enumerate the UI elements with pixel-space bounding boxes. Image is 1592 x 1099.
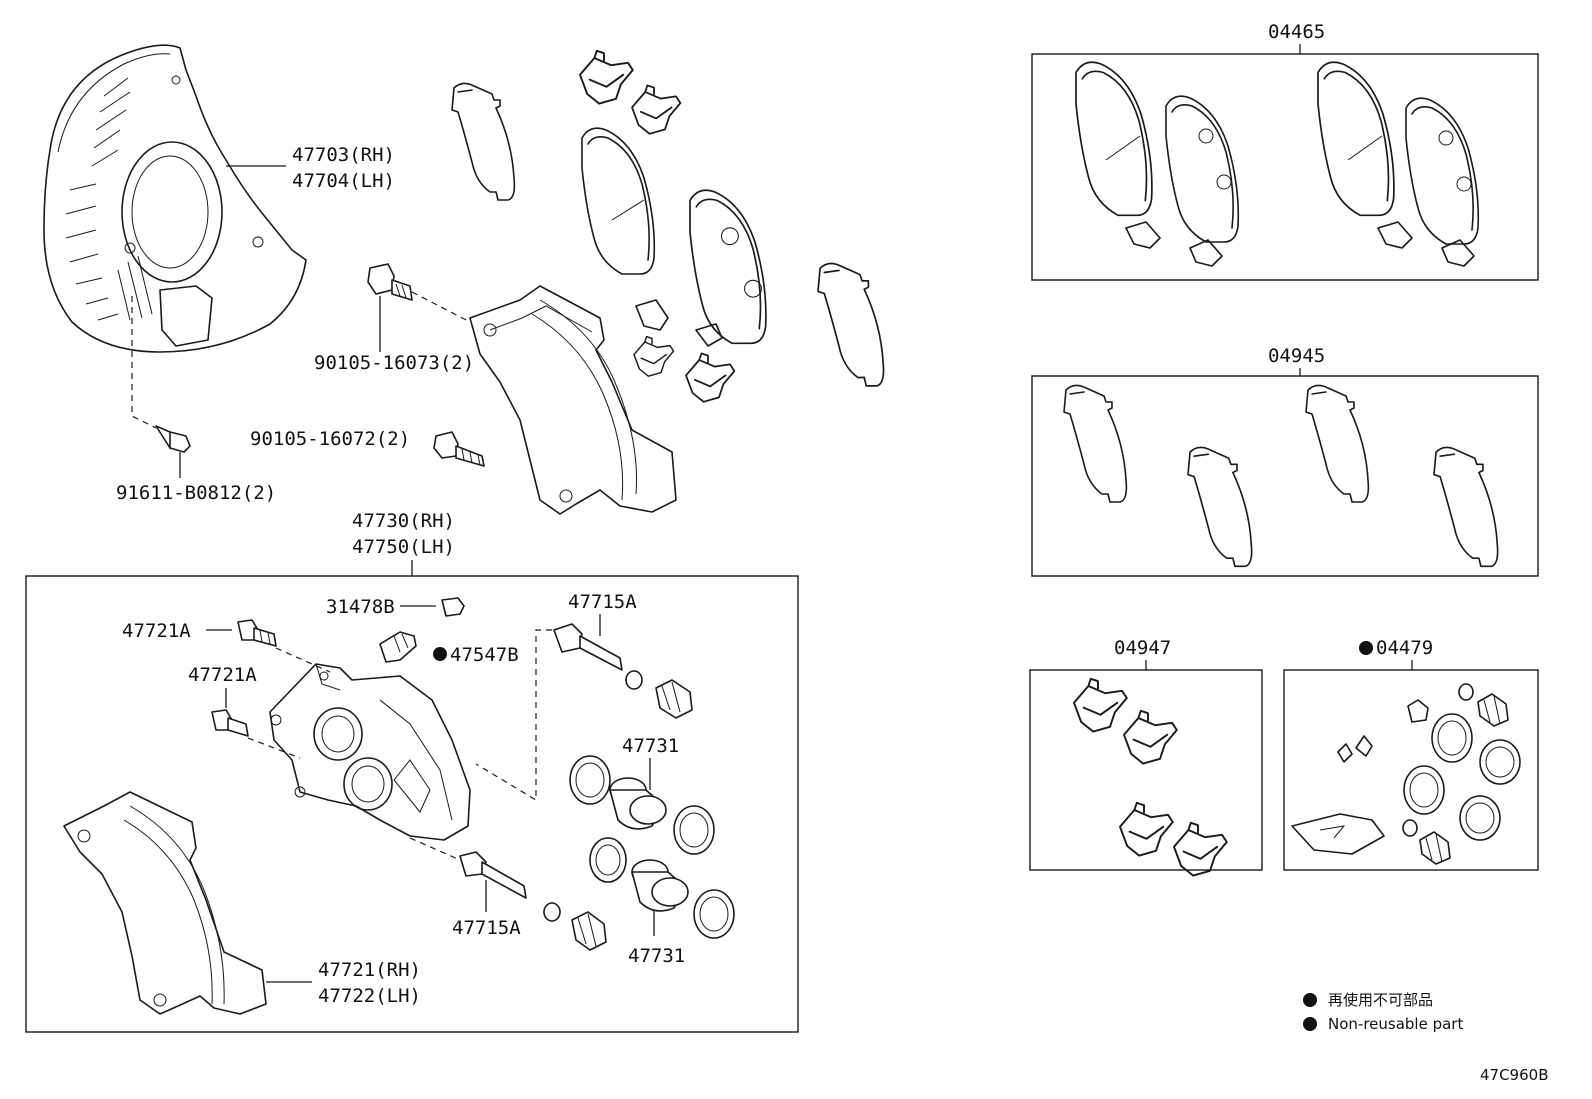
label-47715a-1: 47715A (568, 591, 637, 613)
bleeder-cap (441, 597, 465, 617)
caliper-assembly-box (25, 575, 799, 1033)
kit-04947-clips (1073, 677, 1228, 877)
top-clip-2 (631, 84, 682, 135)
label-04465: 04465 (1268, 21, 1325, 43)
top-pad-outer (689, 189, 767, 345)
piston-2 (631, 859, 689, 912)
dust-boot-1 (673, 805, 715, 855)
bleeder-plug (379, 631, 417, 663)
label-47703-rh: 47703(RH) (292, 144, 395, 166)
dust-boot-2 (693, 889, 735, 939)
piston-1 (609, 777, 667, 830)
label-47731-2: 47731 (628, 945, 685, 967)
kit-04947-box (1029, 669, 1263, 871)
label-04947: 04947 (1114, 637, 1171, 659)
shield-bolt-dash (131, 296, 157, 429)
top-clip-1 (579, 49, 634, 105)
label-47722-lh: 47722(LH) (318, 985, 421, 1007)
pin-bushing-lower (543, 902, 561, 922)
piston-seal-2 (589, 837, 627, 883)
top-shim-left (451, 82, 516, 201)
caliper-body (269, 663, 471, 841)
kit-04465-box (1031, 53, 1539, 281)
pin-boot-lower (571, 911, 607, 951)
pin-boot-upper (655, 679, 693, 719)
label-47750-lh: 47750(LH) (352, 536, 455, 558)
label-47715a-2: 47715A (452, 917, 521, 939)
label-31478b: 31478B (326, 596, 395, 618)
label-47730-rh: 47730(RH) (352, 510, 455, 532)
dust-shield (43, 44, 307, 353)
kit-04479-box (1283, 669, 1539, 871)
piston-seal-1 (569, 755, 611, 805)
label-90105-16072: 90105-16072(2) (250, 428, 410, 450)
kit-04465-pads (1075, 61, 1480, 267)
legend-dot-jp (1303, 993, 1317, 1007)
bolt-91611 (155, 425, 191, 453)
caliper-bolt-upper (237, 619, 277, 647)
slide-pin-lower (459, 851, 527, 899)
figure-code: 47C960B (1480, 1066, 1548, 1084)
label-47731-1: 47731 (622, 735, 679, 757)
label-47721a-2: 47721A (188, 664, 257, 686)
top-small-clips (633, 299, 736, 403)
kit-04945-shims (1063, 384, 1499, 568)
label-47721a-1: 47721A (122, 620, 191, 642)
top-pad-inner (581, 127, 656, 275)
mounting-bracket-top (469, 285, 677, 515)
legend-dot-en (1303, 1017, 1317, 1031)
bolt-90105-16073 (367, 263, 413, 301)
label-47547b: 47547B (450, 644, 519, 666)
kit-04479-seals (1291, 683, 1521, 865)
pin-bushing-upper (625, 670, 643, 690)
label-04479: 04479 (1376, 637, 1433, 659)
mounting-bracket-lower (63, 791, 267, 1015)
bolt-90105-16072 (433, 431, 485, 467)
label-90105-16073: 90105-16073(2) (314, 352, 474, 374)
kit-04945-box (1031, 375, 1539, 577)
legend-japanese: 再使用不可部品 (1328, 991, 1433, 1009)
label-47704-lh: 47704(LH) (292, 170, 395, 192)
label-47721-rh: 47721(RH) (318, 959, 421, 981)
slide-pin-upper (553, 623, 623, 671)
top-shim-right (817, 262, 885, 387)
label-04945: 04945 (1268, 345, 1325, 367)
label-91611: 91611-B0812(2) (116, 482, 276, 504)
non-reusable-dot-04479 (1359, 641, 1373, 655)
non-reusable-dot-47547b (433, 647, 447, 661)
legend-english: Non-reusable part (1328, 1015, 1463, 1033)
caliper-bolt-lower (211, 709, 249, 737)
legend: 再使用不可部品 Non-reusable part (1303, 991, 1463, 1033)
